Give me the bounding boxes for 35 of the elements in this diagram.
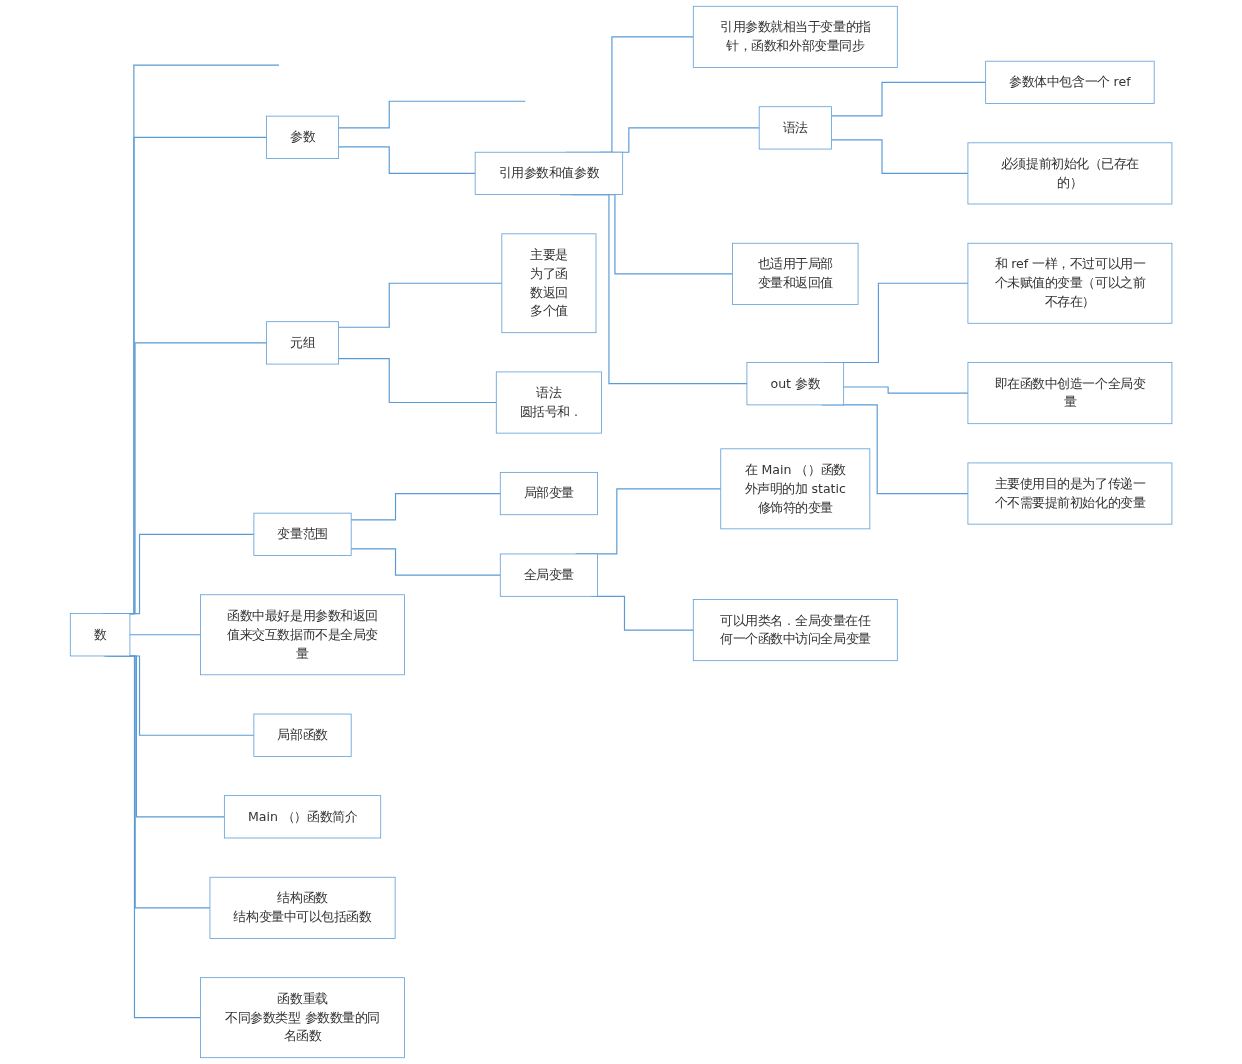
connector — [830, 81, 987, 117]
connector — [350, 492, 501, 521]
connector — [337, 100, 526, 129]
node-box: 必须提前初始化（已存在的） — [967, 142, 1173, 205]
node-box: 参数体中包含一个 ref — [985, 60, 1155, 104]
node-box: 语法 — [758, 106, 832, 150]
node-box: 主要使用目的是为了传递一个不需要提前初始化的变量 — [967, 462, 1173, 525]
node-box: 结构函数 结构变量中可以包括函数 — [209, 876, 396, 939]
node-box: 函数重载 不同参数类型 参数数量的同名函数 — [200, 977, 405, 1059]
node-box: 参数 — [265, 115, 339, 159]
node-box: 即在函数中创造一个全局变量 — [967, 362, 1173, 425]
connector — [842, 386, 969, 394]
node-box: 元组 — [265, 321, 339, 365]
node-box: 函数中最好是用参数和返回值来交互数据而不是全局变量 — [200, 594, 405, 676]
connector — [129, 634, 201, 636]
connector — [337, 282, 503, 328]
node-box: 在 Main （）函数外声明的加 static 修饰符的变量 — [720, 448, 871, 530]
node-box: 局部变量 — [499, 471, 598, 516]
node-box: Main （）函数简介 — [223, 795, 381, 839]
connector — [350, 548, 501, 576]
node-box: 局部函数 — [253, 713, 352, 757]
node-box: 全局变量 — [499, 553, 598, 597]
node-box: 可以用类名 . 全局变量在任何一个函数中访问全局变量 — [692, 599, 898, 662]
node-box: 引用参数和值参数 — [474, 151, 623, 195]
connector — [830, 139, 969, 174]
connector — [337, 358, 497, 404]
node-box: 也适用于局部变量和返回值 — [732, 242, 859, 305]
node-box: 变量范围 — [253, 512, 352, 556]
node-box: 数 — [69, 613, 131, 657]
connector — [337, 146, 476, 174]
node-box: 和 ref 一样，不过可以用一个未赋值的变量（可以之前不存在） — [967, 242, 1173, 324]
node-box: 引用参数就相当于变量的指针，函数和外部变量同步 — [692, 5, 898, 68]
node-box: 主要是为了函数返回多个值 — [501, 233, 597, 334]
node-box: out 参数 — [746, 362, 844, 406]
node-box: 语法 圆括号和 . — [495, 371, 602, 434]
